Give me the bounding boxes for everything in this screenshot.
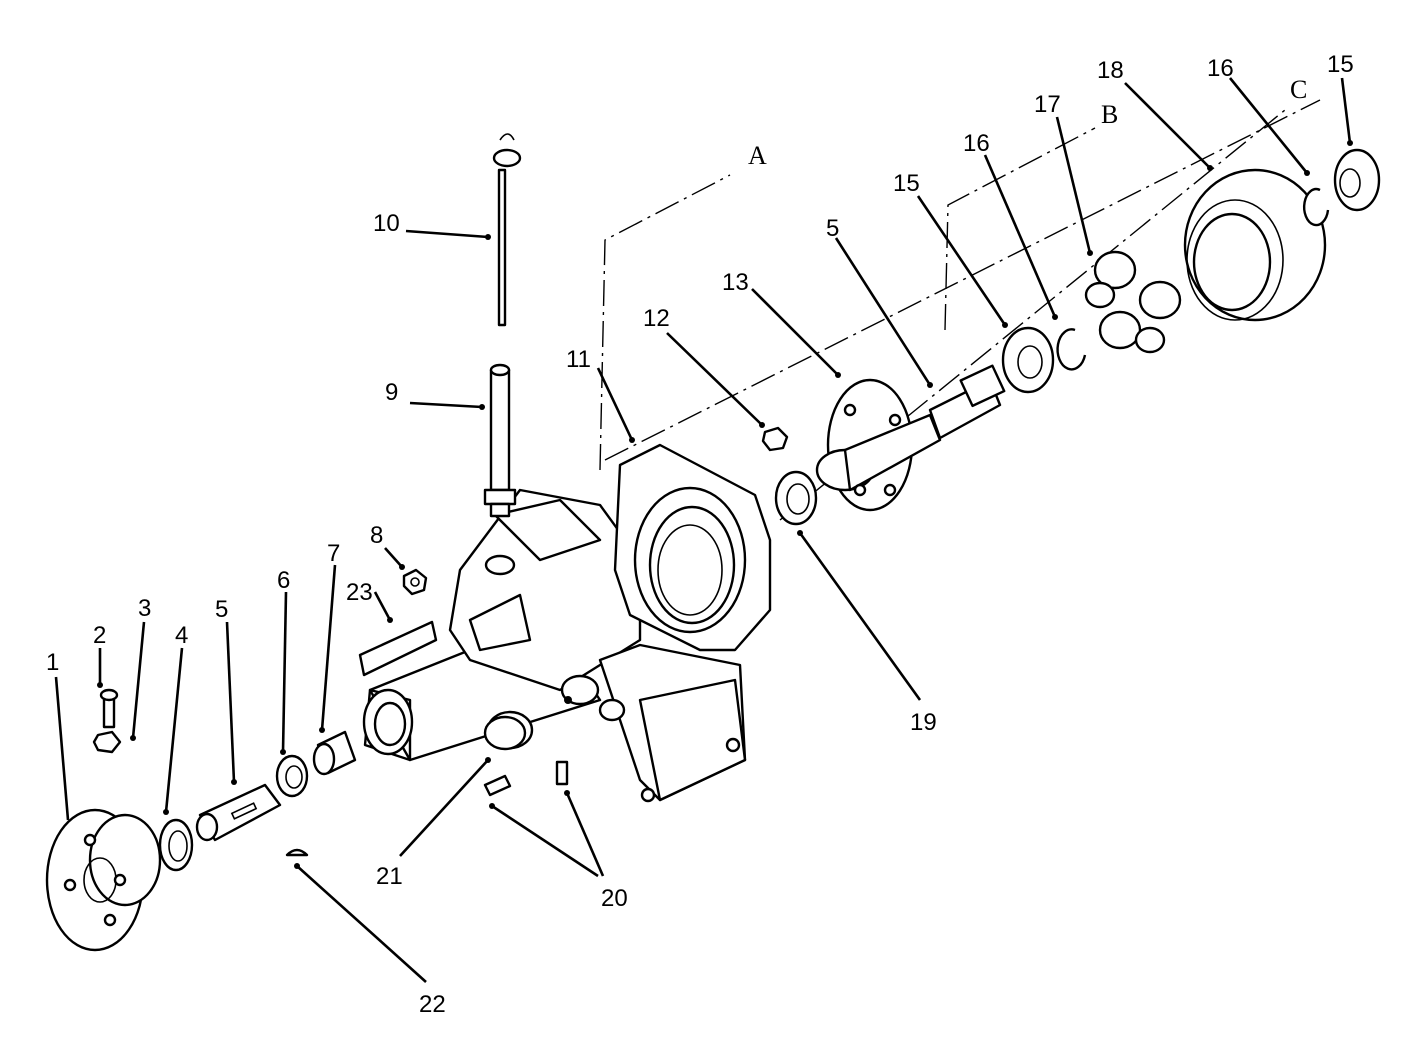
callout-13: 13 <box>722 269 749 296</box>
nut-part-8 <box>402 568 428 596</box>
callout-18: 18 <box>1097 57 1124 84</box>
callout-8: 8 <box>370 522 383 549</box>
label-plate-part-23 <box>358 620 438 677</box>
plug-part-21 <box>483 715 527 751</box>
callout-6: 6 <box>277 567 290 594</box>
axis-letter-a: A <box>748 141 767 170</box>
callout-15-left: 15 <box>893 170 920 197</box>
hub-flange-part-1 <box>45 808 162 952</box>
bearing-part-6 <box>275 754 309 798</box>
callout-15-right: 15 <box>1327 51 1354 78</box>
axis-letter-b: B <box>1101 100 1118 129</box>
ring-gear-part-18 <box>1183 168 1327 322</box>
callout-21: 21 <box>376 863 403 890</box>
planet-gears-part-17 <box>1084 250 1182 354</box>
callout-10: 10 <box>373 210 400 237</box>
callout-9: 9 <box>385 379 398 406</box>
callout-1: 1 <box>46 649 59 676</box>
callout-11: 11 <box>566 346 591 373</box>
shaft-part-5 <box>195 783 282 842</box>
callout-5-right: 5 <box>826 215 839 242</box>
callout-16-right: 16 <box>1207 55 1234 82</box>
center-line-c <box>779 109 1286 521</box>
needle-bearing-part-7 <box>312 730 357 776</box>
bolt-part-2 <box>99 688 119 729</box>
nut-part-3 <box>92 730 122 754</box>
output-flange-part-13 <box>815 378 942 512</box>
transmission-housing <box>362 443 772 803</box>
nut-part-12 <box>761 426 789 452</box>
callout-4: 4 <box>175 622 188 649</box>
callout-17: 17 <box>1034 91 1061 118</box>
pinion-gear-part-15 <box>1001 326 1055 394</box>
callout-19: 19 <box>910 709 937 736</box>
callout-23: 23 <box>346 579 373 606</box>
key-part-22 <box>285 848 309 857</box>
leader-lines <box>54 77 1352 983</box>
leader-dots <box>97 140 1353 869</box>
seal-part-19 <box>774 470 818 526</box>
axis-letter-c: C <box>1290 75 1307 104</box>
splined-shaft-part-5 <box>928 364 1006 440</box>
callout-2: 2 <box>93 622 106 649</box>
rod-part-10 <box>492 133 522 327</box>
sun-gear-part-15 <box>1333 148 1381 212</box>
callout-3: 3 <box>138 595 151 622</box>
callout-5-left: 5 <box>215 596 228 623</box>
callout-16-left: 16 <box>963 130 990 157</box>
snap-ring-part-16 <box>1056 328 1087 371</box>
center-line-b <box>944 127 1096 331</box>
pin-part-9 <box>483 363 517 518</box>
callout-12: 12 <box>643 305 670 332</box>
callout-22: 22 <box>419 991 446 1018</box>
snap-ring-part-16-right <box>1302 187 1330 227</box>
callout-20: 20 <box>601 885 628 912</box>
set-screws-part-20 <box>483 760 569 797</box>
callout-7: 7 <box>327 540 340 567</box>
washer-part-4 <box>158 818 194 872</box>
